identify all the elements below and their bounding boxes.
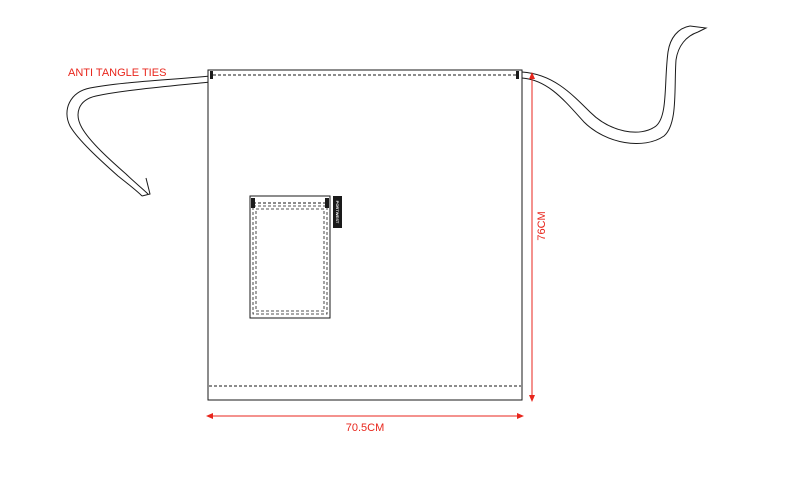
height-dimension — [529, 72, 535, 402]
brand-label — [333, 196, 342, 228]
width-dimension — [206, 413, 524, 419]
width-label: 70.5CM — [346, 422, 385, 434]
left-tie — [66, 75, 211, 197]
pocket — [249, 195, 331, 319]
brand-label-text: PORTWEST — [335, 201, 340, 224]
height-label: 76CM — [536, 211, 548, 240]
ties-label: ANTI TANGLE TIES — [68, 67, 166, 79]
right-tie — [521, 25, 708, 144]
tie-attachment-left — [210, 71, 213, 79]
tie-attachment-right — [516, 71, 519, 79]
